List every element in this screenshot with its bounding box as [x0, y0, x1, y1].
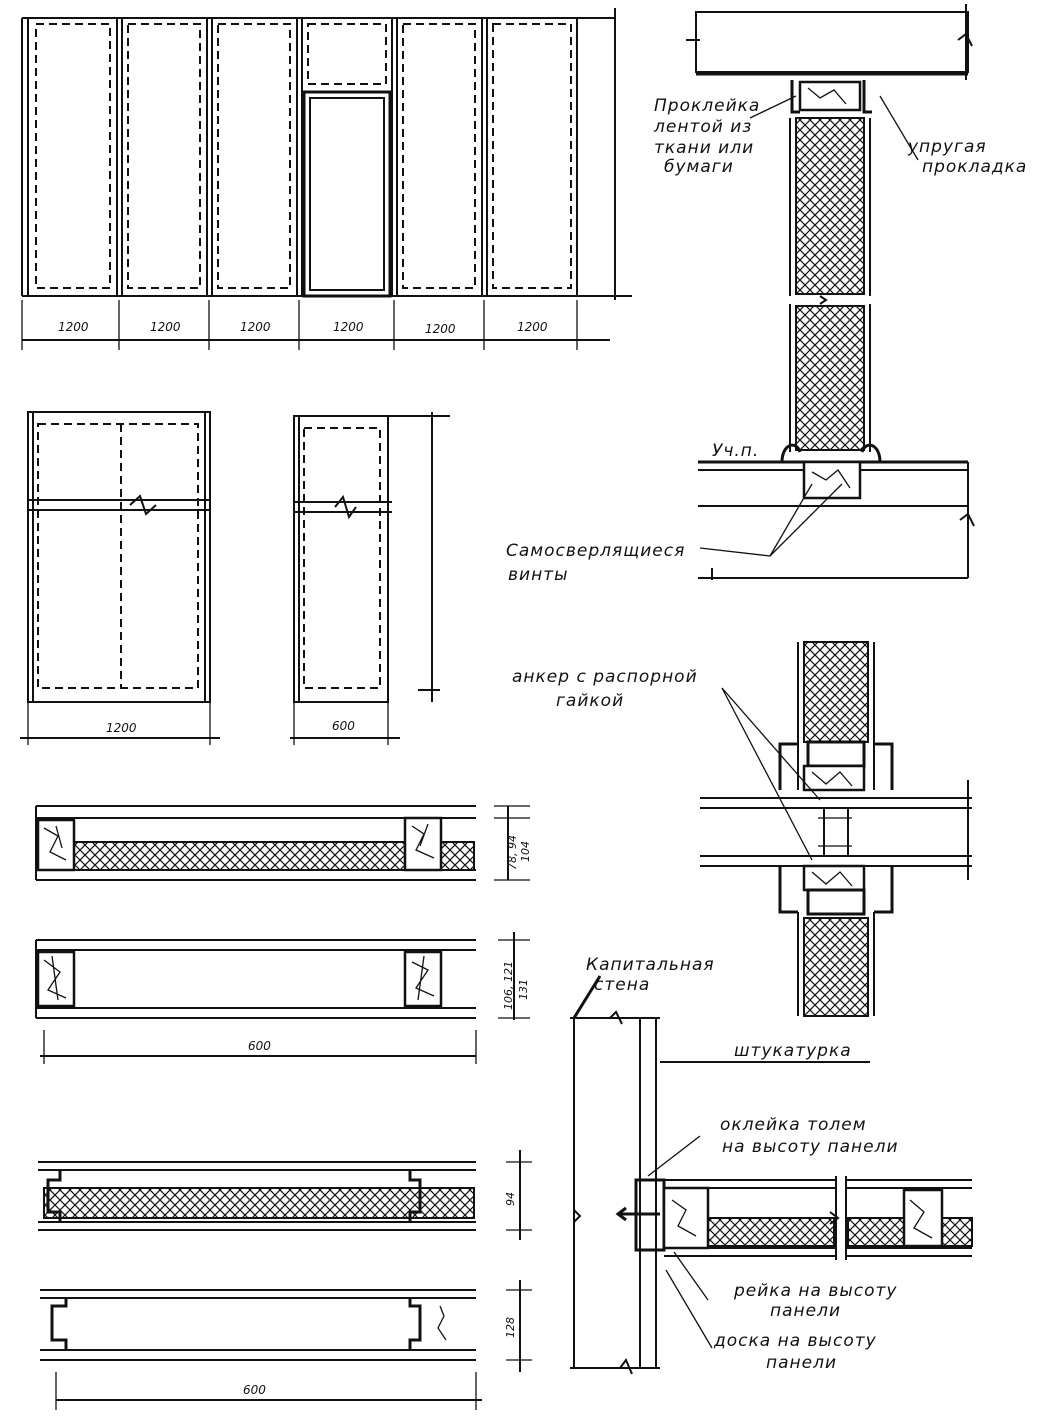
narrow-panel-elevation	[290, 412, 450, 745]
label-anchor-1: анкер с распорной	[512, 667, 698, 687]
label-screws-2: винты	[508, 565, 569, 585]
label-anchor-2: гайкой	[556, 691, 624, 711]
wide-panel-elevation	[20, 411, 220, 745]
label-plaster: штукатурка	[734, 1041, 852, 1061]
label-gasket-1: упругая	[907, 137, 987, 157]
label-board-1: доска на высоту	[713, 1331, 877, 1351]
elev-dim-5: 1200	[425, 322, 456, 336]
section-b	[35, 932, 530, 1064]
label-tape-1: Проклейка	[654, 96, 760, 116]
section-a-dim: 78, 94	[506, 835, 519, 870]
elev-dim-6: 1200	[517, 320, 548, 334]
elev-dim-3: 1200	[240, 320, 271, 334]
label-tape-3: ткани или	[654, 138, 754, 158]
label-floor-mark: Уч.п.	[712, 441, 759, 461]
label-board-2: панели	[766, 1353, 837, 1373]
section-c-dim: 94	[504, 1192, 517, 1206]
label-tape-4: бумаги	[664, 157, 734, 177]
section-b-dim: 106, 121	[502, 961, 515, 1010]
detail-ceiling-floor	[686, 4, 975, 580]
section-a	[35, 805, 530, 881]
label-batten-2: панели	[770, 1301, 841, 1321]
elev-dim-2: 1200	[150, 320, 181, 334]
label-gasket-2: прокладка	[922, 157, 1027, 177]
elev-dim-4: 1200	[333, 320, 364, 334]
detail-wall-junction	[570, 975, 973, 1375]
label-main-wall-1: Капитальная	[586, 955, 715, 975]
label-ruberoid-2: на высоту панели	[722, 1137, 899, 1157]
section-d	[40, 1280, 532, 1410]
section-a-dim2: 104	[519, 841, 532, 862]
label-screws-1: Самосверлящиеся	[506, 541, 685, 561]
label-ruberoid-1: оклейка толем	[720, 1115, 867, 1135]
elev-dim-1: 1200	[58, 320, 89, 334]
wide-panel-dim: 1200	[106, 721, 137, 735]
label-batten-1: рейка на высоту	[733, 1281, 897, 1301]
narrow-panel-dim: 600	[332, 719, 355, 733]
section-b-dim2: 131	[517, 979, 530, 1000]
label-tape-2: лентой из	[653, 117, 752, 137]
section-d-dim: 128	[504, 1317, 517, 1338]
section-b-width: 600	[248, 1039, 271, 1053]
detail-anchor	[700, 641, 972, 1017]
section-d-width: 600	[243, 1383, 266, 1397]
label-main-wall-2: стена	[594, 975, 650, 995]
section-c	[38, 1150, 532, 1240]
wall-elevation	[21, 8, 632, 350]
